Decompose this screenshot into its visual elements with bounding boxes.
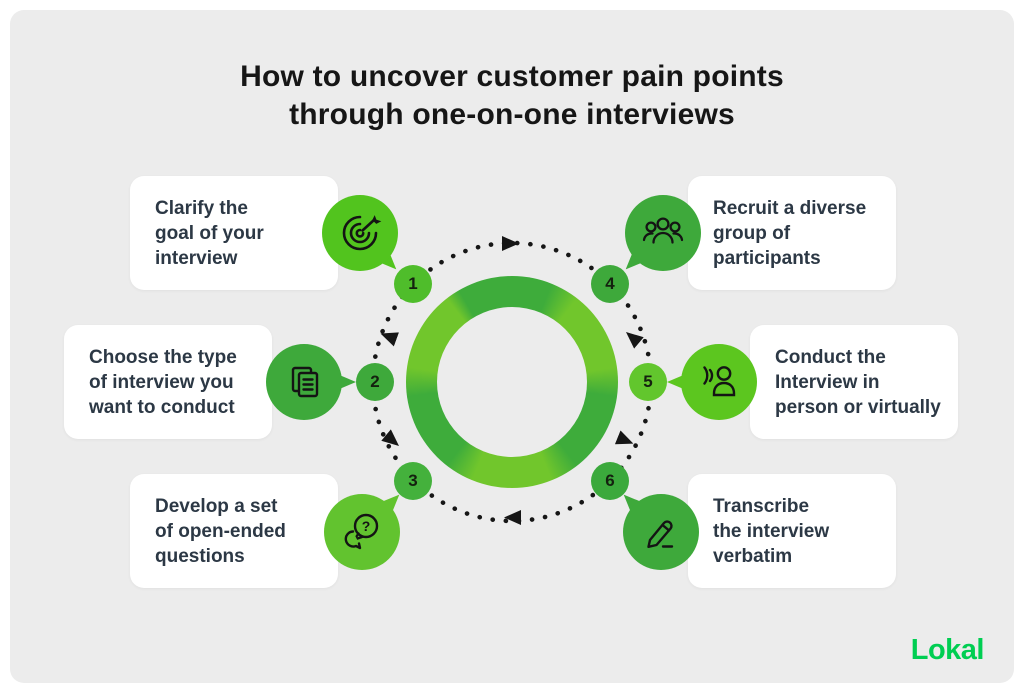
people-group-icon xyxy=(642,217,684,244)
title-line-1: How to uncover customer pain points xyxy=(240,60,784,93)
step-card: Develop a set of open-ended questions xyxy=(130,474,338,588)
progress-ring xyxy=(406,276,618,488)
step-text-line: Interview in xyxy=(775,371,880,393)
page-title: How to uncover customer pain points thro… xyxy=(0,58,1024,134)
step-text: Clarify the goal of your interview xyxy=(155,196,264,271)
step-number-badge: 3 xyxy=(394,462,432,500)
step-number-badge: 4 xyxy=(591,265,629,303)
step-number-badge: 6 xyxy=(591,462,629,500)
step-card: Conduct the Interview in person or virtu… xyxy=(750,325,958,439)
step-number-badge: 5 xyxy=(629,363,667,401)
speech-bubble: ? xyxy=(324,494,400,570)
step-text-line: person or virtually xyxy=(775,396,941,418)
target-icon xyxy=(342,215,382,251)
step-card: Choose the type of interview you want to… xyxy=(64,325,272,439)
step-text: Recruit a diverse group of participants xyxy=(713,196,866,271)
speech-bubble xyxy=(266,344,342,420)
step-text-line: want to conduct xyxy=(89,396,235,418)
step-text-line: of open-ended xyxy=(155,520,286,542)
svg-text:?: ? xyxy=(362,518,371,534)
step-text: Develop a set of open-ended questions xyxy=(155,494,286,569)
step-card: Recruit a diverse group of participants xyxy=(688,176,896,290)
documents-icon xyxy=(291,366,319,398)
step-text: Transcribe the interview verbatim xyxy=(713,494,829,569)
step-text-line: interview xyxy=(155,247,238,269)
brand-logo: Lokal xyxy=(910,634,985,666)
step-text: Conduct the Interview in person or virtu… xyxy=(775,345,941,420)
step-text-line: participants xyxy=(713,247,821,269)
speech-bubble xyxy=(322,195,398,271)
step-text-line: Clarify the xyxy=(155,197,248,219)
step-text-line: Transcribe xyxy=(713,495,810,517)
step-text-line: Recruit a diverse xyxy=(713,197,867,219)
step-text-line: Develop a set xyxy=(155,495,278,517)
step-text-line: group of xyxy=(713,222,791,244)
step-card: Transcribe the interview verbatim xyxy=(688,474,896,588)
question-bubbles-icon: ? xyxy=(344,513,379,550)
pencil-icon xyxy=(647,520,674,548)
step-text: Choose the type of interview you want to… xyxy=(89,345,237,420)
step-text-line: the interview xyxy=(713,520,830,542)
step-number-badge: 2 xyxy=(356,363,394,401)
step-number-badge: 1 xyxy=(394,265,432,303)
step-text-line: questions xyxy=(155,545,245,567)
step-text-line: goal of your xyxy=(155,222,264,244)
step-text-line: verbatim xyxy=(713,545,793,567)
speech-bubble xyxy=(623,494,699,570)
speaking-person-icon xyxy=(703,366,736,397)
speech-bubble xyxy=(625,195,701,271)
step-text-line: Choose the type xyxy=(89,346,237,368)
title-line-2: through one-on-one interviews xyxy=(289,98,735,131)
step-text-line: Conduct the xyxy=(775,346,886,368)
step-card: Clarify the goal of your interview xyxy=(130,176,338,290)
speech-bubble xyxy=(681,344,757,420)
step-text-line: of interview you xyxy=(89,371,234,393)
